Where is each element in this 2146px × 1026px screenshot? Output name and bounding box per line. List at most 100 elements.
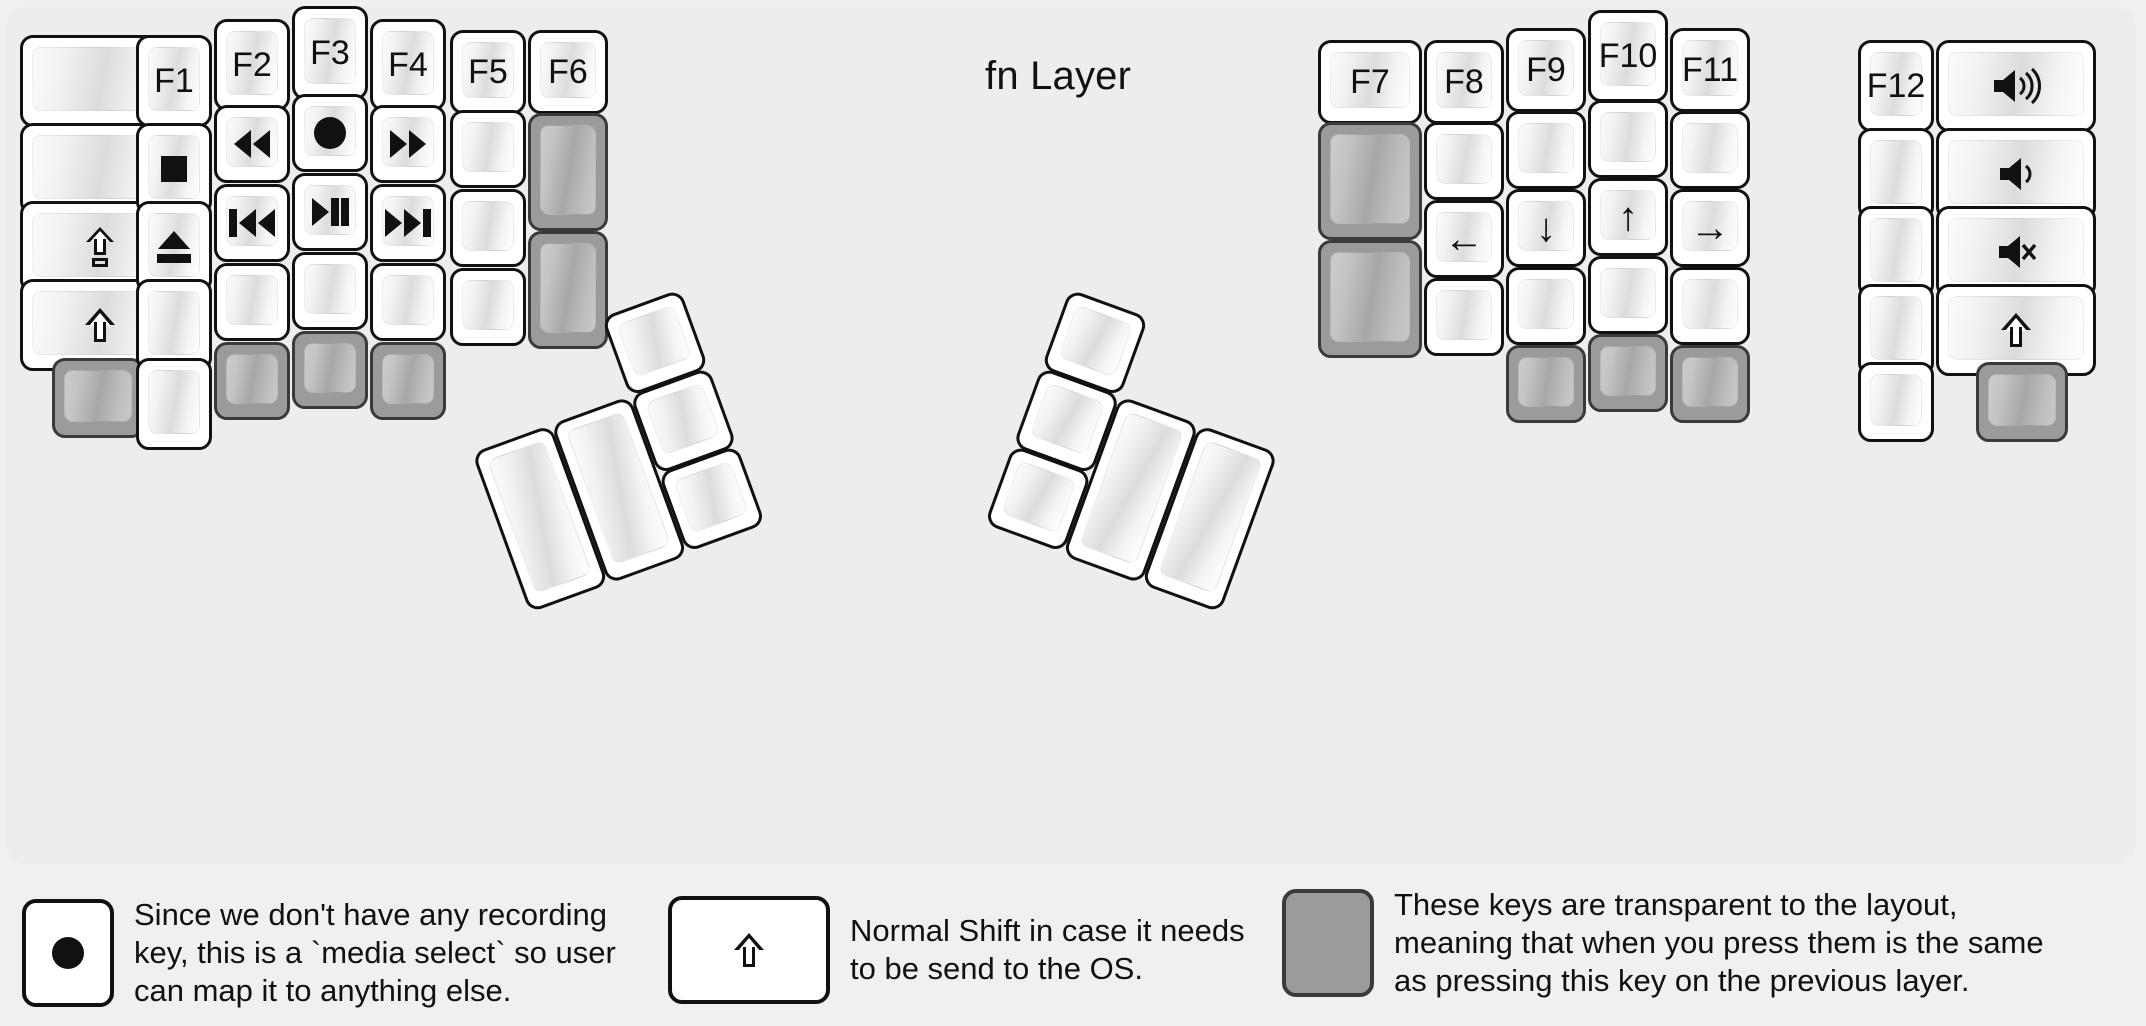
keycap-face [540,125,596,215]
keycap-face [226,31,278,95]
keycap-face [1682,279,1738,329]
keycap-face [1870,374,1922,426]
keycap-face [462,42,514,98]
left-key-inner-transparent-2[interactable] [528,231,608,349]
keycap-face [1682,40,1738,96]
left-key-r4c3[interactable] [214,263,290,341]
right-key-r4c6[interactable] [1858,284,1934,376]
keycap-face [1682,201,1738,251]
right-key-f9[interactable]: F9 [1506,28,1586,112]
keycap-face [1682,123,1738,173]
keycap-face [1330,252,1410,342]
keycap-face [1870,140,1922,204]
legend-key-shift [668,896,830,1004]
left-key-stop[interactable] [136,123,212,215]
right-key-volume-down[interactable] [1936,128,2096,220]
right-key-shift[interactable] [1936,284,2096,376]
right-key-r2c3[interactable] [1506,111,1586,189]
right-key-r5c6[interactable] [1858,362,1934,442]
right-key-arrow-left[interactable]: ← [1424,200,1504,278]
right-key-r4c2[interactable] [1424,278,1504,356]
right-key-r4c3[interactable] [1506,267,1586,345]
left-key-rewind[interactable] [214,105,290,183]
right-key-r2c2[interactable] [1424,122,1504,200]
right-key-f7[interactable]: F7 [1318,40,1422,124]
right-key-f10[interactable]: F10 [1588,10,1668,102]
left-key-r4c6[interactable] [450,268,526,346]
left-key-f3[interactable]: F3 [292,6,368,100]
key-label [26,903,110,1003]
right-key-r2c6[interactable] [1858,128,1934,220]
legend-key-transparent [1282,888,1374,997]
right-key-outer-transparent[interactable] [1976,362,2068,442]
keycap-face [382,117,434,167]
keycap-face [462,122,514,172]
right-key-r4c4[interactable] [1588,256,1668,334]
right-key-r5c5-transparent[interactable] [1670,345,1750,423]
left-key-f2[interactable]: F2 [214,19,290,111]
right-key-inner-transparent-2[interactable] [1318,240,1422,358]
right-key-r2c4[interactable] [1588,100,1668,178]
keycap-face [1330,134,1410,224]
left-key-record[interactable] [292,94,368,172]
keycap-face [462,280,514,330]
keycap-face [382,275,434,325]
keycap-face [644,382,721,456]
keycap-face [148,291,200,355]
key-label [672,900,826,1000]
left-key-f6[interactable]: F6 [528,30,608,114]
right-key-volume-up[interactable] [1936,40,2096,132]
right-key-f12[interactable]: F12 [1858,40,1934,132]
keycap-face [1330,52,1410,108]
legend-text-shift: Normal Shift in case it needs to be send… [850,913,1245,986]
keycap-face [1436,290,1492,340]
left-key-f5[interactable]: F5 [450,30,526,114]
right-key-f8[interactable]: F8 [1424,40,1504,124]
right-key-arrow-right[interactable]: → [1670,189,1750,267]
right-key-arrow-up[interactable]: ↑ [1588,178,1668,256]
legend-text-record: Since we don't have any recording key, t… [134,897,616,1008]
right-key-r4c5[interactable] [1670,267,1750,345]
left-key-r5c5-transparent[interactable] [370,342,446,420]
keycap-face [1600,22,1656,86]
left-key-r3c6[interactable] [450,189,526,267]
left-key-play-pause[interactable] [292,173,368,251]
left-key-r4c2[interactable] [136,279,212,371]
keycap-face [226,354,278,404]
left-key-next-track[interactable] [370,184,446,262]
right-key-r2c5[interactable] [1670,111,1750,189]
keycap-face [673,460,749,534]
keycap-face [1436,134,1492,184]
keycap-face [1948,296,2084,360]
keycap-face [1600,346,1656,396]
left-key-r4c5[interactable] [370,263,446,341]
keycap-face [382,31,434,95]
keycap-face [226,196,278,246]
left-key-r2c6[interactable] [450,110,526,188]
right-key-r5c4-transparent[interactable] [1588,334,1668,412]
keycap-face [148,135,200,199]
right-key-f11[interactable]: F11 [1670,28,1750,112]
left-key-r5c3-transparent[interactable] [214,342,290,420]
keycap-face [1988,374,2056,426]
keycap-face [1518,357,1574,407]
left-key-eject[interactable] [136,201,212,293]
keycap-face [304,343,356,393]
left-key-f4[interactable]: F4 [370,19,446,111]
legend-item-record: Since we don't have any recording key, t… [22,896,616,1009]
left-key-previous-track[interactable] [214,184,290,262]
left-key-r5c4-transparent[interactable] [292,331,368,409]
keycap-face [1870,296,1922,360]
right-key-r5c3-transparent[interactable] [1506,345,1586,423]
left-key-r5c1-transparent[interactable] [52,358,144,438]
record-icon [52,936,84,969]
left-key-fast-forward[interactable] [370,105,446,183]
left-key-f1[interactable]: F1 [136,35,212,127]
right-key-arrow-down[interactable]: ↓ [1506,189,1586,267]
keycap-face [1600,112,1656,162]
left-key-r4c4[interactable] [292,252,368,330]
keycap-face [1057,304,1134,378]
left-key-inner-transparent-1[interactable] [528,113,608,231]
left-key-r5c2[interactable] [136,358,212,450]
right-key-inner-transparent-1[interactable] [1318,122,1422,240]
